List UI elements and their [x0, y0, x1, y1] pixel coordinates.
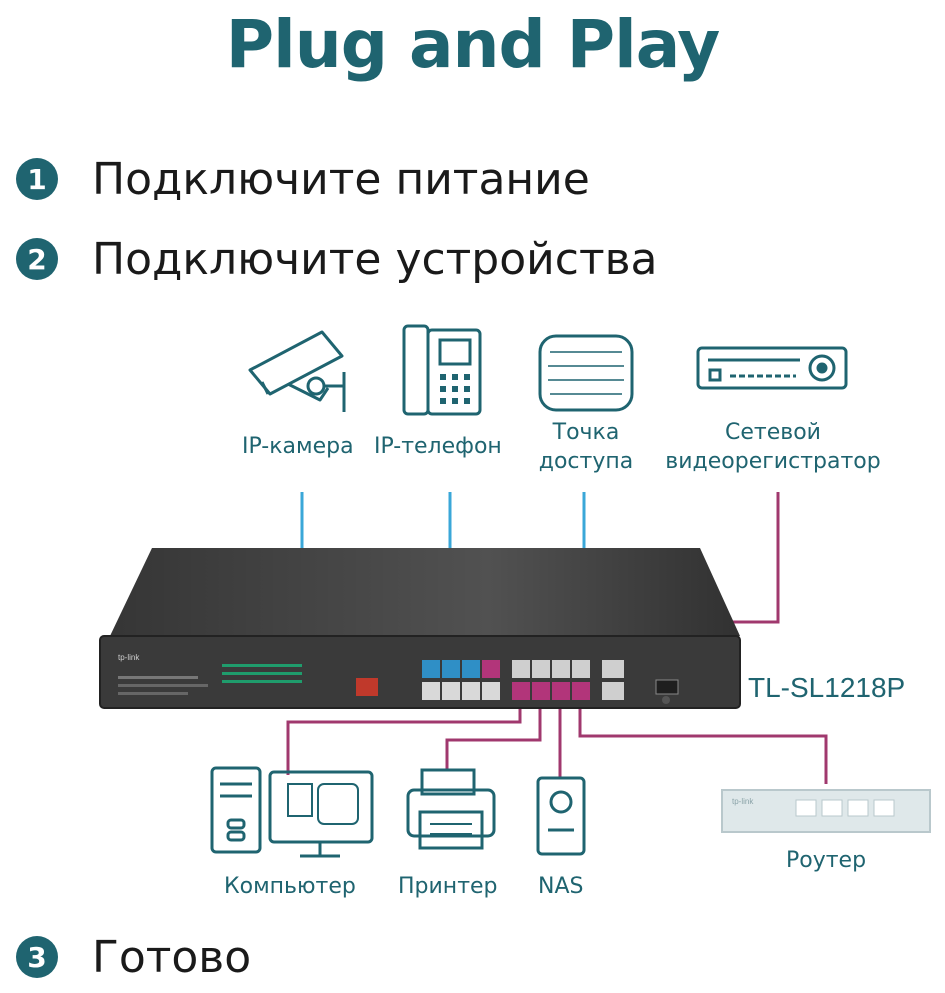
- printer-icon: [406, 768, 496, 850]
- page-title: Plug and Play: [225, 6, 720, 83]
- step-number: 3: [16, 936, 58, 978]
- step-text: Подключите устройства: [92, 233, 658, 285]
- computer-label: Компьютер: [224, 874, 356, 899]
- ip-camera-label: IP-камера: [242, 434, 354, 459]
- ip-camera-icon: [248, 330, 346, 412]
- access-point-icon: [538, 334, 634, 412]
- printer-line: [445, 700, 542, 770]
- ip-phone-label: IP-телефон: [374, 434, 502, 459]
- router-icon: tp-link: [721, 789, 931, 833]
- router-line: [578, 700, 828, 784]
- nas-icon: [536, 776, 586, 856]
- ip-phone-icon: [402, 324, 482, 416]
- step-2: 2 Подключите устройства: [16, 233, 658, 285]
- step-3: 3 Готово: [16, 931, 252, 983]
- access-point-label: Точка доступа: [538, 420, 634, 474]
- nas-label: NAS: [538, 874, 584, 899]
- computer-line: [286, 700, 522, 775]
- step-text: Готово: [92, 931, 252, 983]
- step-1: 1 Подключите питание: [16, 153, 590, 205]
- step-number: 2: [16, 238, 58, 280]
- printer-label: Принтер: [398, 874, 498, 899]
- router-label: Роутер: [786, 848, 867, 873]
- router-brand-label: tp-link: [732, 797, 754, 806]
- nvr-label: Сетевой видеорегистратор: [665, 420, 881, 474]
- switch-ports: [422, 660, 679, 704]
- switch-model-label: TL-SL1218P: [748, 672, 906, 703]
- nvr-icon: [696, 346, 848, 390]
- step-number: 1: [16, 158, 58, 200]
- computer-icon: [210, 766, 374, 858]
- step-text: Подключите питание: [92, 153, 590, 205]
- network-switch: tp-link: [99, 548, 741, 709]
- switch-brand-label: tp-link: [118, 653, 140, 662]
